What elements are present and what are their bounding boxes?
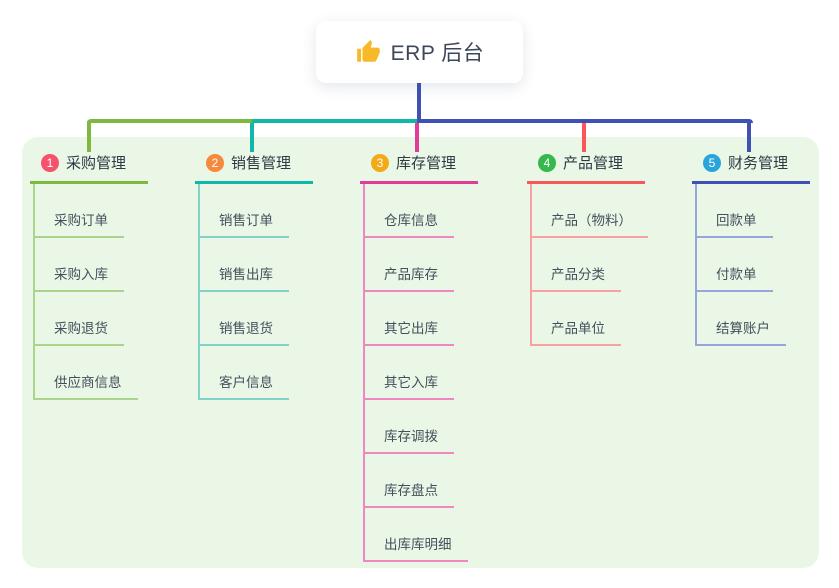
node-stock-taking[interactable]: 库存盘点	[365, 479, 454, 508]
branch-title-label: 财务管理	[728, 155, 789, 172]
node-supplier-info[interactable]: 供应商信息	[35, 371, 138, 400]
node-settlement-account[interactable]: 结算账户	[697, 317, 786, 346]
node-outbound-detail[interactable]: 出库库明细	[365, 533, 468, 562]
branch-number-badge: 3	[371, 153, 389, 172]
branch-1-drop-line	[87, 121, 91, 152]
node-customer-info[interactable]: 客户信息	[200, 371, 289, 400]
branch-finance-children: 回款单 付款单 结算账户	[695, 184, 822, 346]
branch-sales-title[interactable]: 2 销售管理	[195, 150, 313, 184]
root-connector-line	[417, 82, 421, 120]
node-other-inbound[interactable]: 其它入库	[365, 371, 454, 400]
thumbs-up-icon	[356, 40, 380, 62]
branch-number-badge: 5	[703, 153, 721, 172]
branch-product-children: 产品（物料） 产品分类 产品单位	[530, 184, 657, 346]
branch-5-drop-line	[747, 121, 751, 152]
branch-product-title[interactable]: 4 产品管理	[527, 150, 645, 184]
node-product-unit[interactable]: 产品单位	[532, 317, 621, 346]
branch-purchase-title[interactable]: 1 采购管理	[30, 150, 148, 184]
branch-number-badge: 4	[538, 153, 556, 172]
node-purchase-order[interactable]: 采购订单	[35, 209, 124, 238]
branch-title-label: 销售管理	[231, 155, 292, 172]
branches-panel	[22, 137, 819, 568]
node-sales-order[interactable]: 销售订单	[200, 209, 289, 238]
root-node-erp[interactable]: ERP 后台	[316, 21, 523, 83]
branch-sales: 2 销售管理 销售订单 销售出库 销售退货 客户信息	[195, 150, 325, 400]
branch-product: 4 产品管理 产品（物料） 产品分类 产品单位	[527, 150, 657, 346]
branch-3-drop-line	[415, 121, 419, 152]
branch-number-badge: 2	[206, 153, 224, 172]
branch-finance-title[interactable]: 5 财务管理	[692, 150, 810, 184]
branch-inventory-title[interactable]: 3 库存管理	[360, 150, 478, 184]
node-purchase-inbound[interactable]: 采购入库	[35, 263, 124, 292]
node-payment-bill[interactable]: 付款单	[697, 263, 773, 292]
branch-title-label: 产品管理	[563, 155, 624, 172]
node-product-stock[interactable]: 产品库存	[365, 263, 454, 292]
node-purchase-return[interactable]: 采购退货	[35, 317, 124, 346]
branch-purchase-children: 采购订单 采购入库 采购退货 供应商信息	[33, 184, 160, 400]
bus-segment-indigo	[417, 119, 753, 123]
node-receipt-bill[interactable]: 回款单	[697, 209, 773, 238]
branch-finance: 5 财务管理 回款单 付款单 结算账户	[692, 150, 822, 346]
node-sales-return[interactable]: 销售退货	[200, 317, 289, 346]
branch-title-label: 库存管理	[396, 155, 457, 172]
branch-number-badge: 1	[41, 153, 59, 172]
node-stock-transfer[interactable]: 库存调拨	[365, 425, 454, 454]
node-other-outbound[interactable]: 其它出库	[365, 317, 454, 346]
node-product-material[interactable]: 产品（物料）	[532, 209, 648, 238]
node-warehouse-info[interactable]: 仓库信息	[365, 209, 454, 238]
branch-sales-children: 销售订单 销售出库 销售退货 客户信息	[198, 184, 325, 400]
node-product-category[interactable]: 产品分类	[532, 263, 621, 292]
node-sales-outbound[interactable]: 销售出库	[200, 263, 289, 292]
bus-segment-green	[87, 119, 252, 123]
branch-title-label: 采购管理	[66, 155, 127, 172]
branch-purchase: 1 采购管理 采购订单 采购入库 采购退货 供应商信息	[30, 150, 160, 400]
branch-4-drop-line	[582, 121, 586, 152]
bus-segment-teal	[252, 119, 417, 123]
root-node-label: ERP 后台	[390, 42, 485, 65]
branch-inventory: 3 库存管理 仓库信息 产品库存 其它出库 其它入库 库存调拨 库存盘点 出库库…	[360, 150, 490, 562]
branch-inventory-children: 仓库信息 产品库存 其它出库 其它入库 库存调拨 库存盘点 出库库明细	[363, 184, 490, 562]
branch-2-drop-line	[250, 121, 254, 152]
